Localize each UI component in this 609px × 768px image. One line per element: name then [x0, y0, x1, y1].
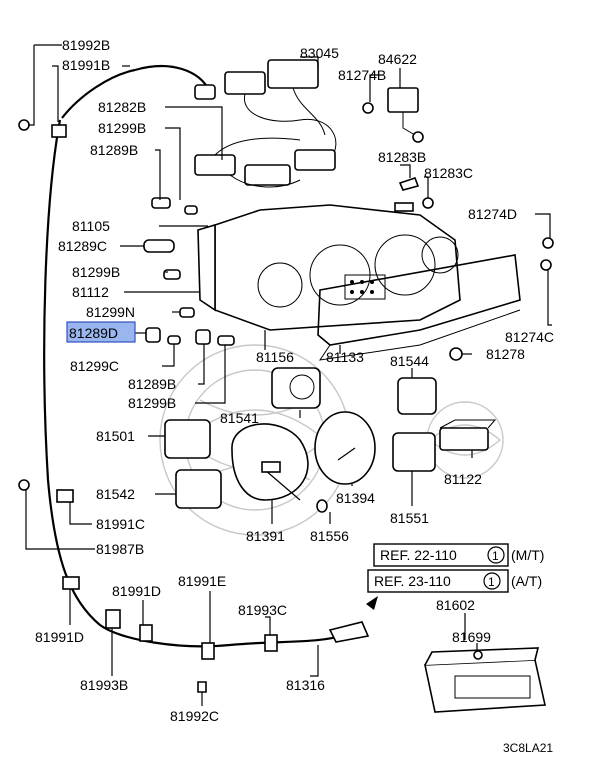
label-81991D-a: 81991D: [112, 583, 161, 599]
clock-81602: 8.88: [424, 647, 546, 713]
speedometer-cable: [18, 65, 370, 693]
figure-code: 3C8LA21: [503, 741, 553, 755]
label-81541: 81541: [220, 410, 259, 426]
label-81105: 81105: [72, 218, 110, 234]
reference-circle-mt: 1: [492, 549, 499, 563]
reference-circle-at: 1: [488, 575, 495, 589]
panel-81133: [317, 254, 521, 361]
label-81289B-a: 81289B: [90, 142, 138, 158]
label-81299B-c: 81299B: [128, 395, 176, 411]
wiring-harness: [194, 59, 337, 188]
tachometer-81394: [314, 411, 376, 485]
label-81602: 81602: [436, 597, 475, 613]
label-81991C: 81991C: [96, 516, 145, 532]
gauge-81551: [392, 432, 436, 472]
label-81299N: 81299N: [86, 304, 135, 320]
label-81299C: 81299C: [70, 358, 119, 374]
label-81274C: 81274C: [505, 329, 554, 345]
label-81699: 81699: [452, 629, 491, 645]
reference-at[interactable]: REF. 23-110 1 (A/T): [367, 569, 542, 593]
speedometer-81391: [231, 423, 309, 501]
gauge-81501: [164, 419, 211, 459]
clock-display: 8.88: [470, 680, 497, 696]
label-81274B: 81274B: [338, 67, 386, 83]
label-81133: 81133: [326, 349, 364, 365]
label-81991E: 81991E: [178, 573, 226, 589]
connector-84622: [362, 87, 424, 143]
label-81394: 81394: [336, 490, 375, 506]
cluster-case: [197, 202, 461, 331]
label-83045: 83045: [300, 45, 339, 61]
part-labels: 81992B 81991B 83045 84622 81274B 81282B …: [35, 37, 554, 724]
label-84622: 84622: [378, 51, 417, 67]
label-81501: 81501: [96, 428, 135, 444]
reference-text-at: REF. 23-110: [374, 573, 451, 589]
label-81992C: 81992C: [170, 708, 219, 724]
label-81556: 81556: [310, 528, 349, 544]
connector-81122: [439, 419, 497, 451]
label-81112: 81112: [72, 284, 109, 300]
reference-suffix-mt: (M/T): [511, 547, 544, 563]
label-81278: 81278: [486, 346, 525, 362]
label-81122: 81122: [444, 471, 482, 487]
label-81992B: 81992B: [62, 37, 110, 53]
label-81316: 81316: [286, 677, 325, 693]
label-81289B-b: 81289B: [128, 376, 176, 392]
label-81991D-b: 81991D: [35, 629, 84, 645]
label-81289C: 81289C: [58, 238, 107, 254]
label-81542: 81542: [96, 486, 135, 502]
reference-suffix-at: (A/T): [511, 573, 542, 589]
label-81551: 81551: [390, 510, 429, 526]
label-81274D: 81274D: [468, 206, 517, 222]
reference-text-mt: REF. 22-110: [380, 547, 457, 563]
label-81299B-b: 81299B: [72, 264, 120, 280]
bulbs-and-sockets: [143, 176, 554, 513]
warning-light-grid: [344, 274, 386, 300]
label-81283B: 81283B: [378, 149, 426, 165]
ref-arrow: [366, 596, 378, 610]
highlight-81289D: [66, 321, 136, 343]
label-81289D: 81289D: [69, 325, 118, 341]
leader-lines: [25, 44, 552, 706]
label-81283C: 81283C: [424, 165, 473, 181]
label-81987B: 81987B: [96, 541, 144, 557]
gauge-81541: [271, 367, 321, 409]
label-81993B: 81993B: [80, 677, 128, 693]
label-81544: 81544: [390, 353, 429, 369]
label-81991B: 81991B: [62, 57, 110, 73]
label-81391: 81391: [246, 528, 285, 544]
reference-mt[interactable]: REF. 22-110 1 (M/T): [373, 543, 544, 567]
label-81282B: 81282B: [98, 99, 146, 115]
label-81156: 81156: [256, 349, 294, 365]
gauge-81542: [175, 469, 222, 509]
label-81299B-a: 81299B: [98, 120, 146, 136]
gauge-81544: [397, 377, 437, 415]
label-81993C: 81993C: [238, 602, 287, 618]
